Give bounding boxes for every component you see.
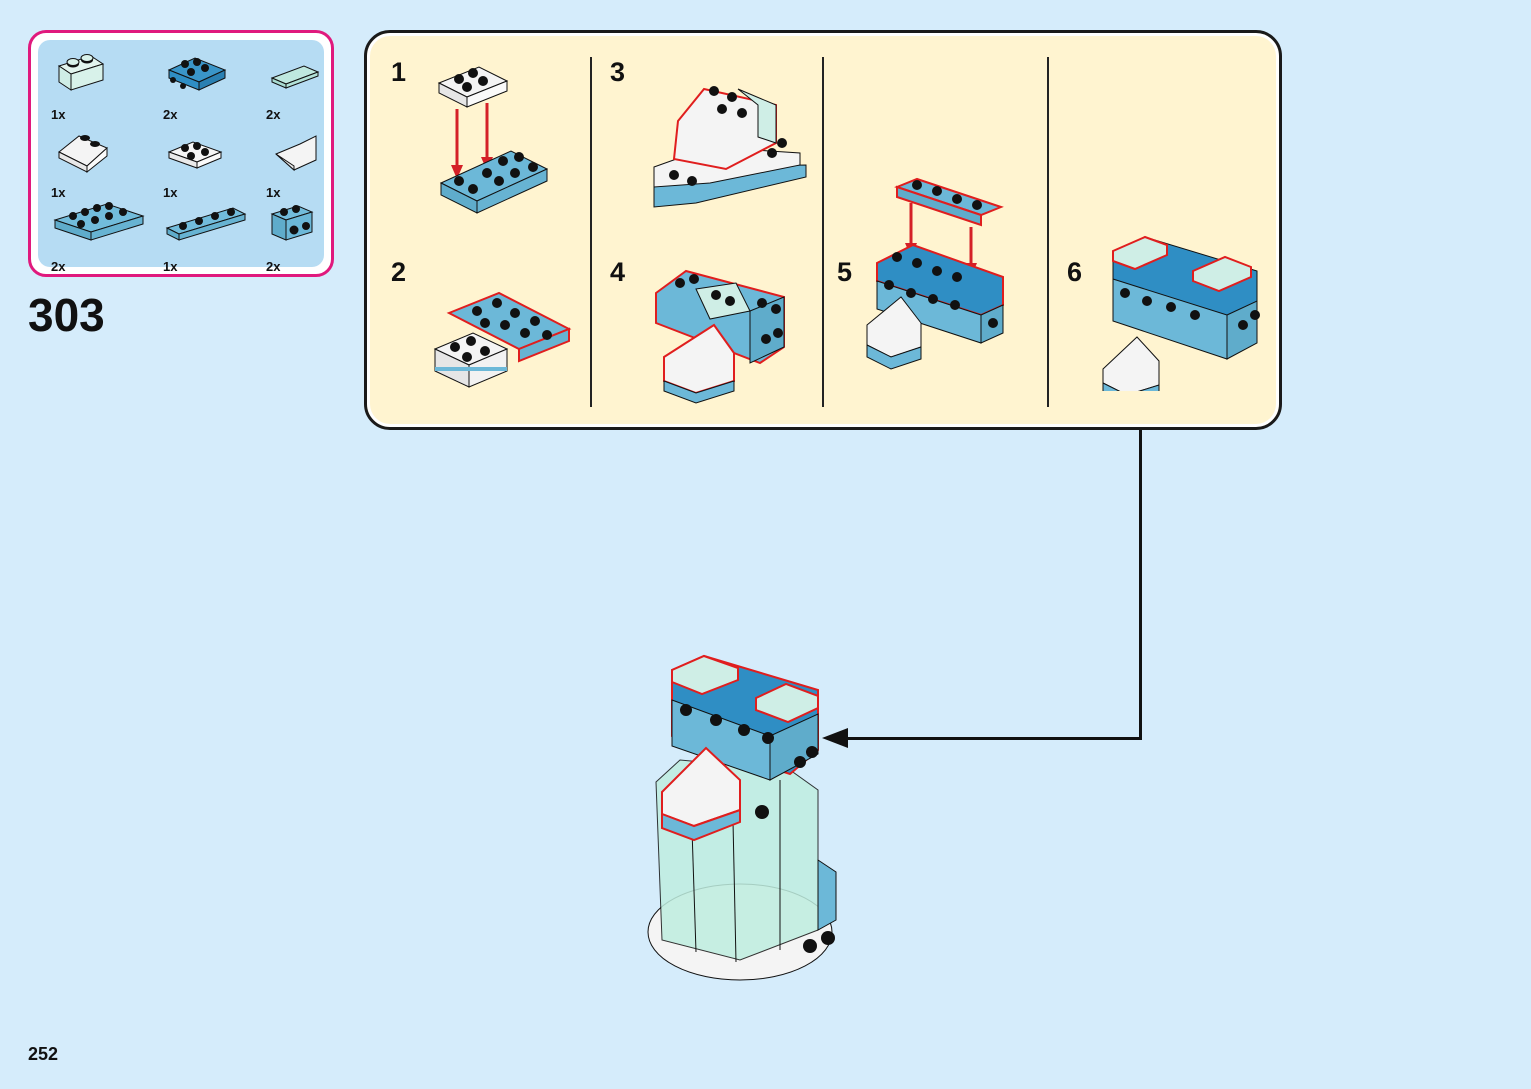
connector-line (846, 737, 1142, 740)
part-qty: 2x (266, 259, 281, 274)
parts-list-inner: 1x 2x 2x (38, 40, 324, 274)
part-item: 2x (163, 48, 253, 124)
slope-icon (58, 135, 108, 174)
panel-divider (1047, 57, 1049, 407)
model-illustration (640, 650, 860, 1015)
sub-step-number: 3 (610, 57, 626, 87)
part-qty: 1x (51, 107, 66, 122)
sub-step-number: 5 (837, 257, 853, 287)
step-3-illustration (653, 86, 807, 208)
main-step-number: 303 (28, 289, 105, 341)
tile-icon (270, 65, 320, 89)
part-qty: 1x (51, 185, 66, 200)
plate-1x4-icon (165, 207, 247, 241)
part-qty: 2x (266, 107, 281, 122)
connector-line (1139, 430, 1142, 740)
brick-with-pins-icon (270, 205, 314, 241)
step-2-illustration (433, 291, 572, 388)
part-item: 2x (51, 200, 145, 276)
part-qty: 2x (163, 107, 178, 122)
step-4-illustration (655, 269, 785, 404)
part-qty: 2x (51, 259, 66, 274)
sub-assembly-panel: 1 2 (364, 30, 1282, 430)
part-item: 2x (266, 48, 356, 124)
step-6-illustration (1102, 235, 1260, 391)
slope-corner-icon (275, 135, 317, 172)
part-item: 1x (266, 126, 356, 202)
sub-step-number: 6 (1067, 257, 1083, 287)
part-item: 2x (266, 200, 356, 276)
parts-list-callout: 1x 2x 2x (28, 30, 334, 277)
part-qty: 1x (266, 185, 281, 200)
arrow-left-icon (822, 728, 848, 748)
step-1-illustration (437, 66, 549, 214)
plate-2x4-icon (53, 202, 145, 241)
part-qty: 1x (163, 259, 178, 274)
step-5-illustration (866, 177, 1004, 370)
page-number: 252 (28, 1044, 59, 1064)
part-item: 1x (163, 200, 253, 276)
panel-divider (590, 57, 592, 407)
plate-2x2-icon (167, 141, 223, 169)
part-item: 1x (51, 126, 141, 202)
tower-model (647, 654, 837, 981)
sub-step-number: 2 (391, 257, 407, 287)
brick-1x2-icon (57, 54, 105, 91)
panel-divider (822, 57, 824, 407)
part-item: 1x (51, 48, 141, 124)
part-item: 1x (163, 126, 253, 202)
sub-step-number: 1 (391, 57, 407, 87)
plate-with-pins-icon (167, 57, 227, 91)
part-qty: 1x (163, 185, 178, 200)
sub-step-number: 4 (610, 257, 626, 287)
